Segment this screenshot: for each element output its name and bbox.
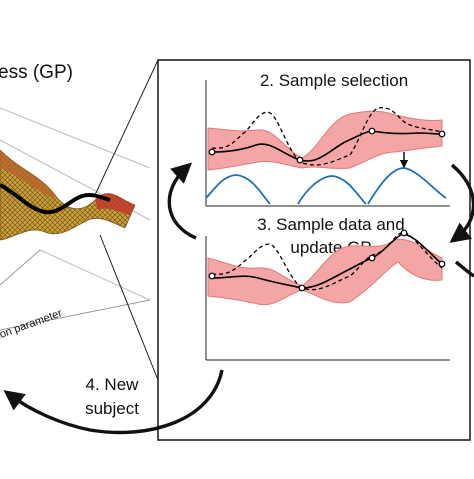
projection-line	[94, 59, 159, 196]
grid-line	[0, 107, 151, 169]
sample-point	[368, 127, 376, 135]
true-function	[211, 107, 443, 166]
surface-axis-label: tion parameter	[0, 307, 64, 343]
sample-selection-plot	[205, 80, 450, 207]
sample-selection-title: 2. Sample selection	[260, 71, 408, 90]
update-gp-plot	[205, 229, 450, 361]
sample-point	[438, 260, 446, 268]
sample-point	[400, 229, 408, 237]
sample-update-title-1: 3. Sample data and	[257, 215, 404, 234]
grid-line	[39, 249, 151, 301]
sample-point	[296, 156, 304, 164]
axis-line	[0, 249, 41, 286]
axis-line	[0, 299, 151, 331]
sample-point	[368, 254, 376, 262]
curved-arrow-icon	[3, 369, 224, 435]
surface-panel: ess (GP) tion parameter	[0, 62, 151, 343]
curved-arrow-icon	[167, 162, 197, 240]
surface-shading	[0, 150, 57, 198]
projection-line	[99, 234, 159, 381]
new-subject-label-2: subject	[85, 399, 139, 418]
sample-point	[298, 284, 306, 292]
sample-point	[208, 148, 216, 156]
confidence-band	[207, 238, 443, 306]
new-subject-label-1: 4. New	[86, 375, 140, 394]
surface-title: ess (GP)	[0, 62, 73, 83]
mean-line	[211, 130, 443, 162]
sample-point	[438, 130, 446, 138]
surface-mean-curve	[0, 183, 111, 215]
curved-arrow-icon	[454, 260, 474, 278]
sample-point	[208, 272, 216, 280]
